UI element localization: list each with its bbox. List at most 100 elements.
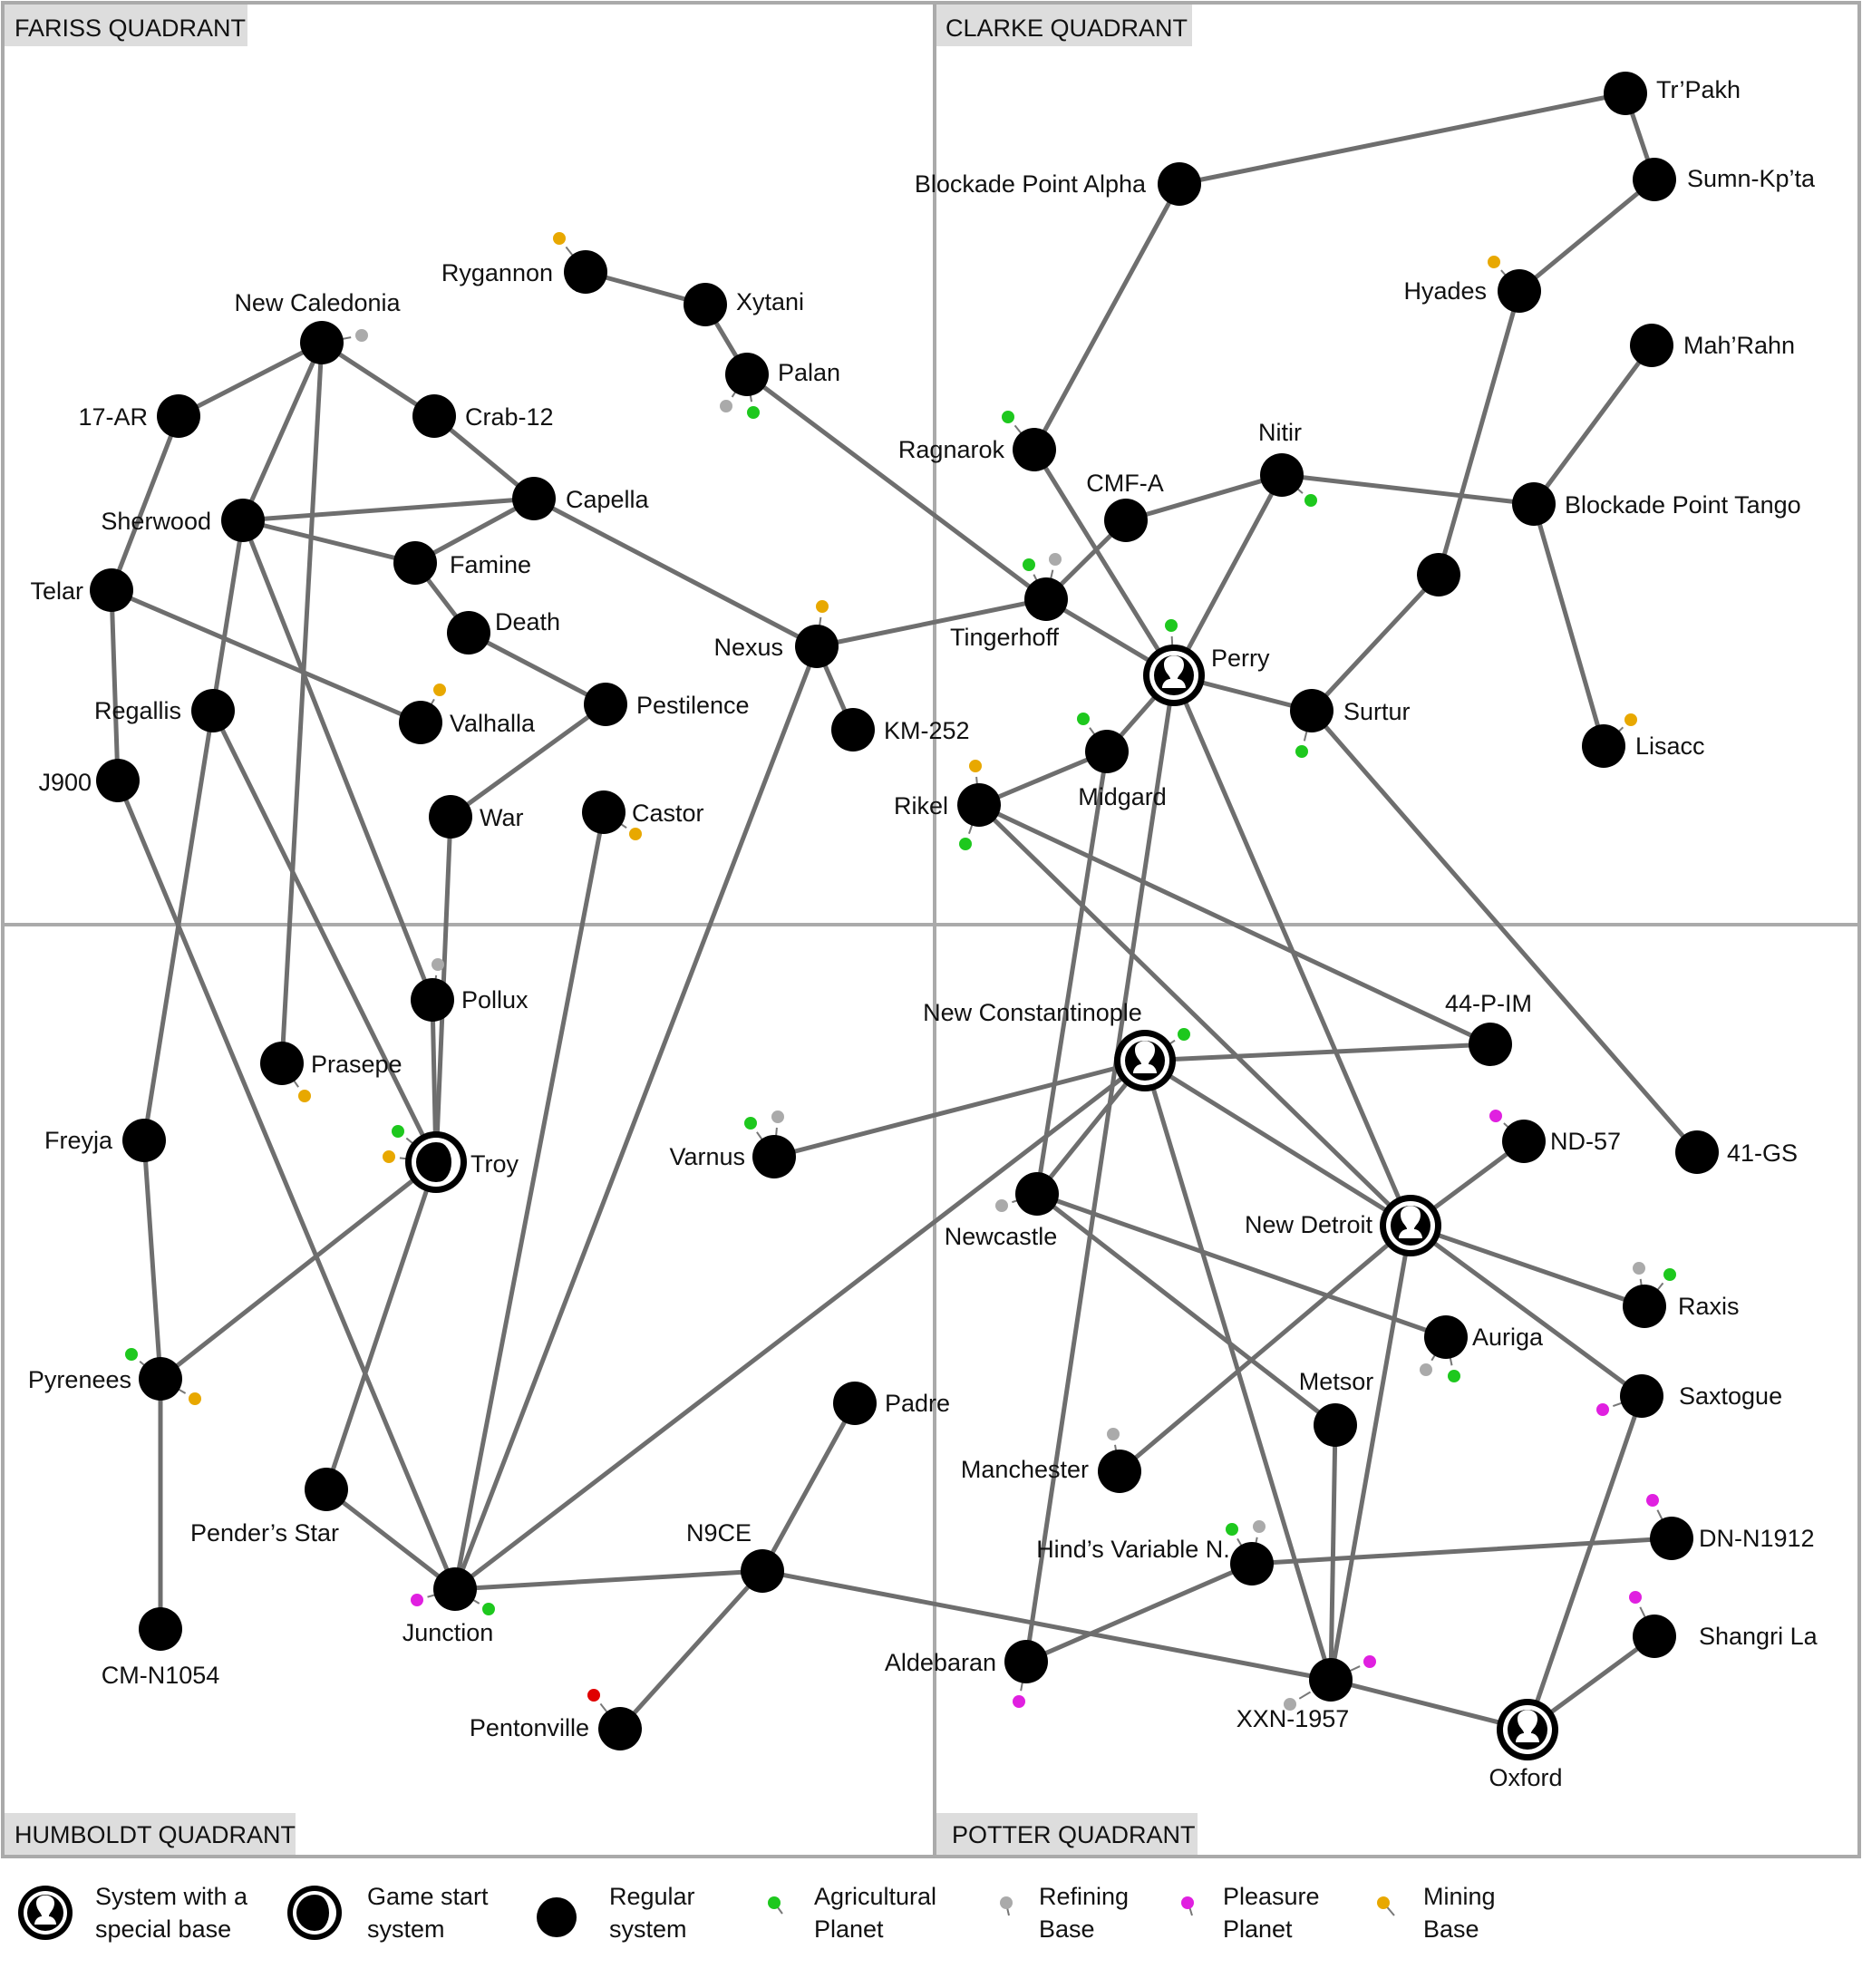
system-raxis[interactable] — [1623, 1285, 1666, 1328]
system-perry[interactable] — [1143, 645, 1205, 706]
system-prasepe[interactable] — [260, 1042, 304, 1085]
legend-agricultural-line1: Agricultural — [814, 1883, 936, 1910]
system-regallis[interactable] — [191, 689, 235, 732]
system-sumn-kp-ta[interactable] — [1633, 158, 1676, 201]
system-n9ce[interactable] — [741, 1549, 784, 1593]
system-new-constantinople[interactable] — [1114, 1030, 1176, 1091]
system-varnus[interactable] — [752, 1135, 796, 1178]
system-nitir[interactable] — [1260, 453, 1304, 497]
nd-57-pleasure-marker — [1489, 1110, 1511, 1130]
system-newcastle[interactable] — [1015, 1172, 1059, 1216]
label-prasepe: Prasepe — [311, 1051, 402, 1078]
system-hinds-variable-n[interactable] — [1230, 1542, 1274, 1586]
link-xxn-1957-oxford — [1328, 1677, 1530, 1732]
system-xxn-1957[interactable] — [1309, 1658, 1353, 1702]
label-lisacc: Lisacc — [1635, 732, 1705, 760]
system-manchester[interactable] — [1098, 1450, 1141, 1493]
link-new-detroit-manchester — [1117, 1223, 1413, 1474]
label-pentonville: Pentonville — [470, 1714, 589, 1741]
system-valhalla[interactable] — [399, 701, 442, 744]
quadrant-label-bg-humboldt — [5, 1813, 296, 1855]
system-rygannon[interactable] — [564, 250, 607, 294]
legend-agricultural-icon — [768, 1896, 783, 1915]
system-troy[interactable] — [405, 1131, 467, 1193]
system-oxford[interactable] — [1497, 1699, 1558, 1760]
legend-start-line1: Game start — [367, 1883, 489, 1910]
system-44-p-im[interactable] — [1469, 1023, 1512, 1066]
label-valhalla: Valhalla — [450, 710, 536, 737]
system-nd-57[interactable] — [1502, 1120, 1546, 1163]
system-pender-s-star[interactable] — [305, 1468, 348, 1511]
label-newcastle: Newcastle — [945, 1223, 1058, 1250]
link-mah-rahn-blockade-point-tango — [1531, 343, 1654, 507]
xxn-1957-pleasure-marker — [1350, 1655, 1376, 1672]
system-auriga[interactable] — [1424, 1315, 1468, 1359]
system-blockade-point-alpha[interactable] — [1158, 162, 1201, 206]
system-padre[interactable] — [833, 1382, 877, 1425]
system-famine[interactable] — [393, 541, 437, 585]
system-rikel[interactable] — [957, 783, 1001, 827]
system-capella[interactable] — [512, 477, 556, 520]
label-hyades: Hyades — [1403, 277, 1487, 305]
system-junction[interactable] — [433, 1567, 477, 1611]
system-surtur[interactable] — [1290, 689, 1333, 732]
system-lisacc[interactable] — [1582, 724, 1625, 768]
system-hyades[interactable] — [1498, 269, 1541, 313]
label-palan: Palan — [778, 359, 840, 386]
system-cmf-a[interactable] — [1104, 499, 1148, 542]
system-blockade-point-tango[interactable] — [1512, 482, 1556, 526]
system-j900[interactable] — [96, 759, 140, 802]
system-palan[interactable] — [725, 353, 769, 396]
system-death[interactable] — [447, 611, 490, 655]
system-17-ar[interactable] — [157, 394, 200, 438]
label-pender-s-star: Pender’s Star — [190, 1519, 339, 1547]
system-sherwood[interactable] — [221, 499, 265, 542]
system-pyrenees[interactable] — [139, 1357, 182, 1401]
system-war[interactable] — [429, 795, 472, 839]
system-freyja[interactable] — [122, 1119, 166, 1162]
link-rikel-new-detroit — [976, 802, 1413, 1228]
link-n9ce-padre — [760, 1401, 858, 1574]
system-xytani[interactable] — [684, 283, 727, 326]
surtur-agricultural-marker — [1295, 731, 1308, 758]
link-sherwood-famine — [240, 518, 418, 566]
pyrenees-agricultural-marker — [125, 1348, 147, 1368]
label-surtur: Surtur — [1343, 698, 1411, 725]
system-aldebaran[interactable] — [1004, 1640, 1048, 1683]
system-mah-rahn[interactable] — [1630, 324, 1673, 367]
rikel-mining-marker — [969, 760, 982, 786]
label-varnus: Varnus — [669, 1143, 745, 1170]
link-new-caledonia-17-ar — [176, 340, 325, 419]
link-new-caledonia-sherwood — [240, 340, 325, 523]
system-dn-n1912[interactable] — [1650, 1517, 1693, 1560]
system-saxtogue[interactable] — [1620, 1374, 1663, 1418]
system-midgard[interactable] — [1085, 730, 1129, 773]
link-telar-valhalla — [109, 587, 423, 725]
label-tr-pakh: Tr’Pakh — [1656, 76, 1741, 103]
label-nexus: Nexus — [713, 634, 783, 661]
system-41-gs[interactable] — [1675, 1130, 1719, 1174]
system-pestilence[interactable] — [584, 683, 627, 726]
system-tingerhoff[interactable] — [1024, 577, 1068, 621]
system-ragnarok[interactable] — [1013, 428, 1056, 471]
label-hinds-variable-n: Hind’s Variable N. — [1036, 1536, 1230, 1563]
system-castor[interactable] — [582, 790, 626, 834]
system-pollux[interactable] — [411, 978, 454, 1022]
system-blockade-point-charlie[interactable] — [1417, 553, 1460, 596]
system-cm-n1054[interactable] — [139, 1607, 182, 1651]
system-telar[interactable] — [90, 568, 133, 612]
system-nexus[interactable] — [795, 625, 839, 668]
system-new-caledonia[interactable] — [300, 321, 344, 364]
system-crab-12[interactable] — [412, 394, 456, 438]
system-metsor[interactable] — [1314, 1403, 1357, 1447]
quadrant-label-bg-fariss — [5, 5, 247, 46]
label-death: Death — [495, 608, 560, 635]
system-km-252[interactable] — [831, 708, 875, 752]
system-new-detroit[interactable] — [1380, 1195, 1441, 1256]
link-blockade-point-alpha-tr-pakh — [1177, 91, 1628, 187]
system-tr-pakh[interactable] — [1604, 72, 1647, 115]
system-pentonville[interactable] — [598, 1707, 642, 1750]
system-shangri-la[interactable] — [1633, 1615, 1676, 1658]
raxis-refining-marker — [1633, 1262, 1645, 1288]
label-pollux: Pollux — [461, 986, 529, 1013]
